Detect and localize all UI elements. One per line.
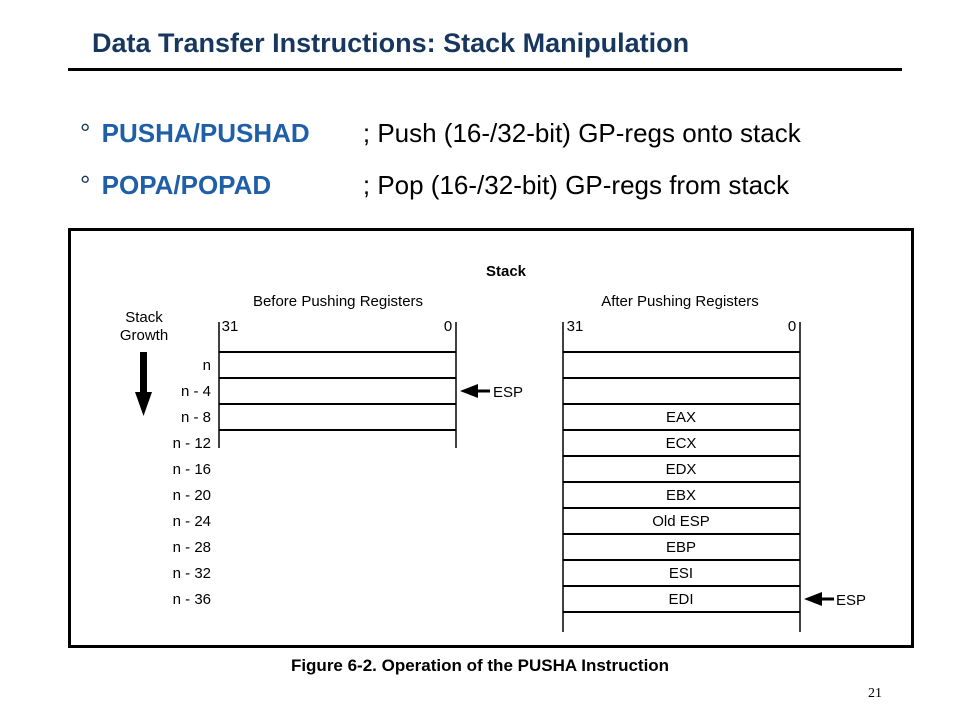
slot-ebp: EBP	[666, 539, 696, 556]
pusha-stack-diagram: Stack Before Pushing Registers After Pus…	[120, 263, 866, 632]
before-label: Before Pushing Registers	[253, 293, 423, 310]
bullet-op: PUSHA/PUSHAD	[101, 118, 310, 148]
bullet-marker: °	[80, 170, 91, 200]
stack-heading: Stack	[486, 263, 527, 280]
offset-label: n - 16	[173, 461, 211, 478]
esp-after-arrow-icon	[804, 592, 834, 606]
growth-arrow-icon	[135, 352, 152, 416]
growth-label-stack: Stack	[125, 309, 163, 326]
bullet-marker: °	[80, 118, 91, 148]
offset-label: n	[203, 357, 211, 374]
offset-labels: n n - 4 n - 8 n - 12 n - 16 n - 20 n - 2…	[173, 357, 211, 608]
slot-ecx: ECX	[666, 435, 697, 452]
esp-after-label: ESP	[836, 592, 866, 609]
page-number: 21	[868, 686, 882, 701]
offset-label: n - 12	[173, 435, 211, 452]
before-bit-low: 0	[444, 318, 452, 335]
figure-frame	[68, 228, 914, 648]
after-bit-high: 31	[567, 318, 584, 335]
after-bit-low: 0	[788, 318, 796, 335]
esp-before-label: ESP	[493, 384, 523, 401]
offset-label: n - 20	[173, 487, 211, 504]
slot-edx: EDX	[666, 461, 697, 478]
register-slots: EAX ECX EDX EBX Old ESP EBP ESI EDI	[652, 409, 710, 608]
growth-label-growth: Growth	[120, 327, 168, 344]
figure-caption: Figure 6-2. Operation of the PUSHA Instr…	[290, 656, 670, 675]
bullet-popa: ° POPA/POPAD ; Pop (16-/32-bit) GP-regs …	[80, 170, 789, 201]
slot-edi: EDI	[668, 591, 693, 608]
slot-ebx: EBX	[666, 487, 696, 504]
esp-before-arrow-icon	[460, 384, 490, 398]
bullet-desc: ; Push (16-/32-bit) GP-regs onto stack	[362, 118, 801, 148]
offset-label: n - 36	[173, 591, 211, 608]
bullet-op: POPA/POPAD	[101, 170, 272, 200]
after-stack	[562, 322, 801, 632]
bullet-pusha: ° PUSHA/PUSHAD ; Push (16-/32-bit) GP-re…	[80, 118, 801, 149]
offset-label: n - 32	[173, 565, 211, 582]
offset-label: n - 24	[173, 513, 211, 530]
before-bit-high: 31	[222, 318, 239, 335]
before-stack	[218, 322, 457, 448]
slot-eax: EAX	[666, 409, 696, 426]
bullet-desc: ; Pop (16-/32-bit) GP-regs from stack	[362, 170, 790, 200]
offset-label: n - 28	[173, 539, 211, 556]
offset-label: n - 8	[181, 409, 211, 426]
title-underline	[68, 68, 902, 71]
offset-label: n - 4	[181, 383, 211, 400]
slot-esi: ESI	[669, 565, 693, 582]
after-label: After Pushing Registers	[601, 293, 759, 310]
slot-old-esp: Old ESP	[652, 513, 710, 530]
slide-title: Data Transfer Instructions: Stack Manipu…	[92, 28, 690, 58]
